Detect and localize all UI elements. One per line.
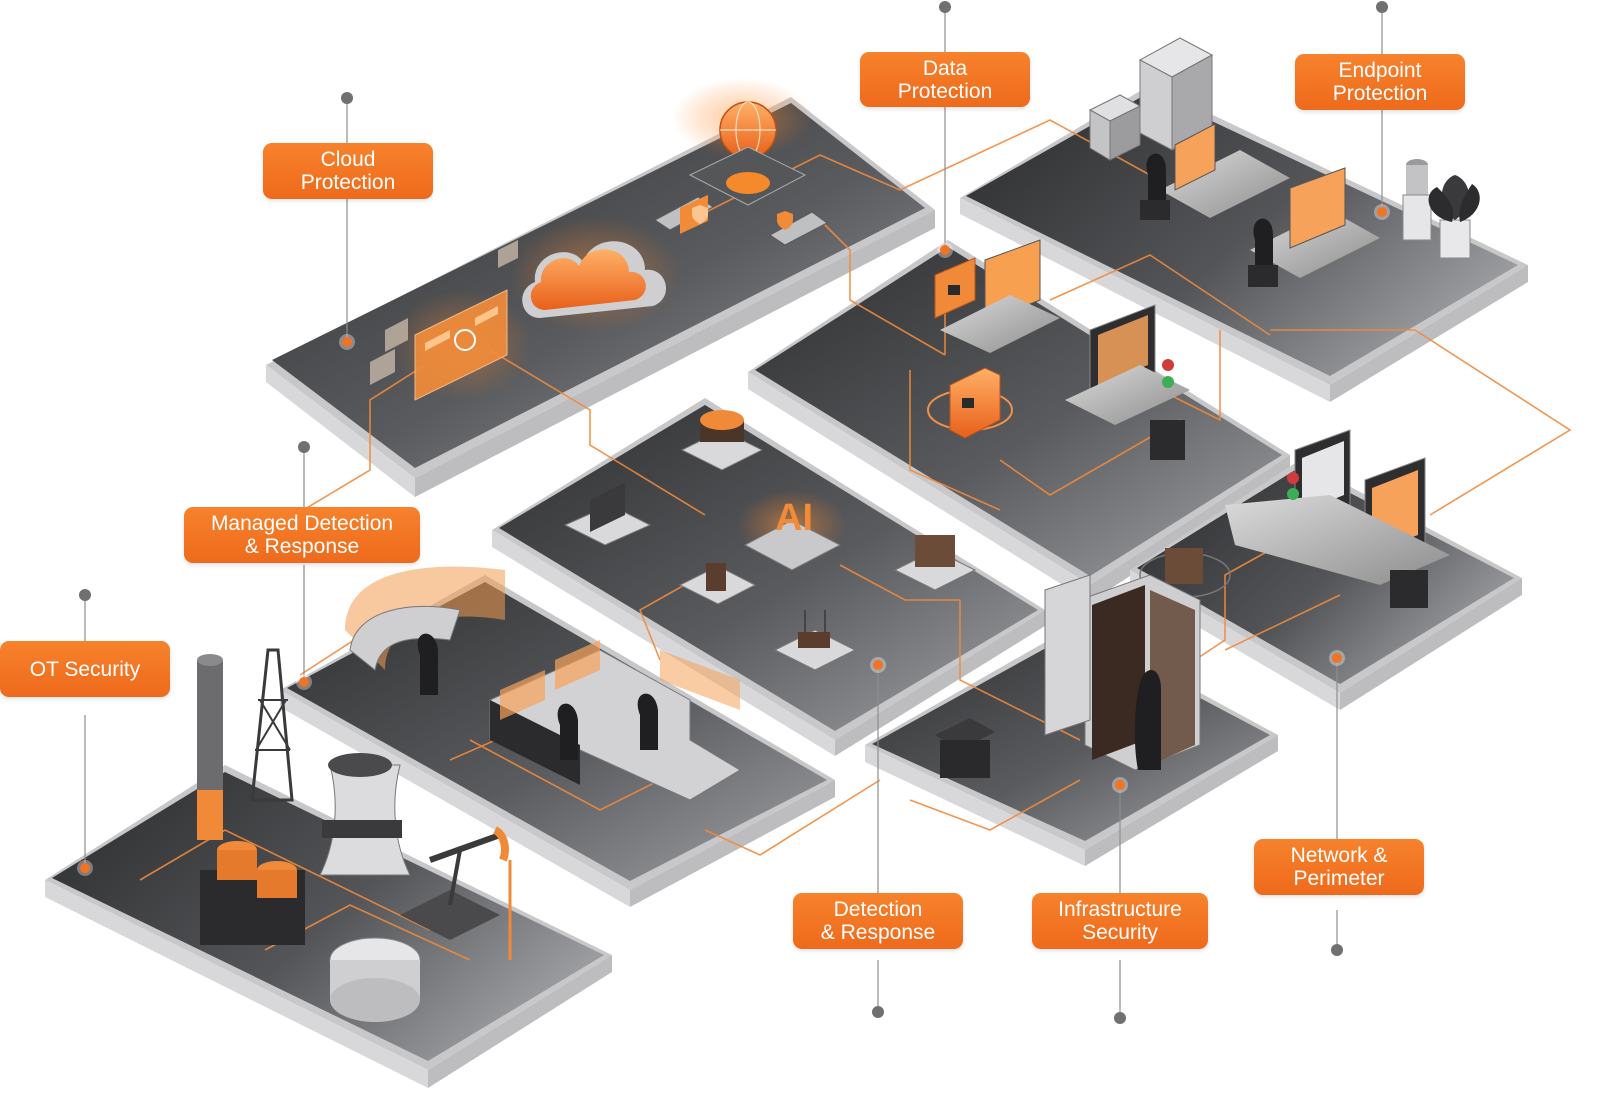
label-managed-detection-line-2: & Response — [244, 535, 360, 558]
control-room-icon — [345, 566, 741, 801]
label-data-protection-line-1: Data — [922, 56, 968, 80]
label-network-perimeter[interactable]: Network & Perimeter — [1254, 839, 1424, 895]
router-icon — [773, 610, 857, 671]
browser-window-icon — [370, 240, 532, 401]
label-managed-detection-line-1: Managed Detection — [210, 512, 394, 535]
label-infrastructure-security-line-2: Security — [1082, 921, 1158, 944]
svg-text:AI: AI — [775, 497, 813, 539]
leader-dots-grey — [79, 1, 1388, 1024]
leader-lines — [84, 7, 1383, 1018]
label-cloud-protection-line-2: Protection — [300, 171, 396, 194]
label-detection-response[interactable]: Detection & Response — [793, 893, 963, 949]
pump-jack-icon — [400, 826, 512, 960]
oil-rig-icon — [250, 648, 294, 802]
monitor-icon — [1065, 304, 1190, 460]
label-ot-security[interactable]: OT Security — [0, 641, 170, 697]
tank-cluster-icon — [200, 841, 305, 945]
leader-dots-orange — [77, 204, 1390, 876]
label-infrastructure-security-line-1: Infrastructure — [1058, 898, 1182, 921]
label-network-perimeter-line-1: Network & — [1290, 844, 1388, 867]
database-icon — [680, 410, 764, 471]
globe-icon — [672, 78, 812, 206]
silo-icon — [197, 654, 223, 840]
workstation-endpoint-1 — [1140, 123, 1290, 220]
platform-infrastructure — [865, 625, 1278, 866]
connection-lines — [139, 119, 1572, 961]
label-ot-security-line-1: OT Security — [29, 657, 141, 681]
label-cloud-protection-line-1: Cloud — [320, 148, 376, 171]
label-network-perimeter-line-2: Perimeter — [1293, 867, 1385, 890]
label-endpoint-protection-line-1: Endpoint — [1338, 59, 1422, 82]
label-endpoint-protection[interactable]: Endpoint Protection — [1295, 54, 1465, 110]
cloud-icon — [510, 217, 680, 333]
label-detection-response-line-2: & Response — [820, 921, 936, 944]
platform-data — [748, 240, 1290, 602]
label-detection-response-line-1: Detection — [833, 898, 923, 921]
label-cloud-protection[interactable]: Cloud Protection — [263, 143, 433, 199]
platform-ai — [492, 398, 1045, 756]
workstation-endpoint-2 — [1248, 167, 1380, 287]
cart-icon — [935, 718, 995, 778]
server-rack-icon — [1044, 574, 1201, 771]
label-data-protection[interactable]: Data Protection — [860, 52, 1030, 107]
printer-icon — [1088, 37, 1214, 161]
laptop-shield-icon — [654, 194, 828, 246]
label-endpoint-protection-line-2: Protection — [1332, 82, 1428, 105]
cooling-tower-icon — [319, 753, 411, 876]
network-switch-icon — [1139, 548, 1231, 598]
ai-chip-icon: AI — [737, 490, 847, 571]
label-infrastructure-security[interactable]: Infrastructure Security — [1032, 893, 1208, 949]
lock-folder-icon — [927, 239, 1060, 439]
laptop-icon — [563, 482, 652, 546]
label-data-protection-line-2: Protection — [897, 79, 993, 103]
network-workstation — [1225, 429, 1450, 608]
storage-tank-icon — [329, 937, 421, 1022]
label-managed-detection-response[interactable]: Managed Detection & Response — [184, 507, 420, 563]
server-stack-icon — [678, 535, 977, 605]
platform-endpoint — [960, 85, 1528, 402]
plant-icon — [1428, 175, 1480, 259]
water-cooler-icon — [1402, 159, 1432, 241]
